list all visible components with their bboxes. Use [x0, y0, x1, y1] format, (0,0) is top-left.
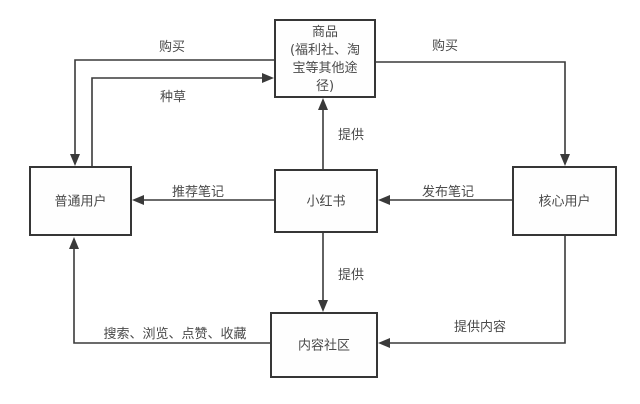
edge-label-search-browse-like-collect: 搜索、浏览、点赞、收藏	[103, 326, 246, 342]
node-box-product	[274, 19, 376, 98]
edge-provide-down: 提供	[318, 232, 364, 312]
node-label-content-community: 内容社区	[298, 338, 350, 354]
arrowhead-down-icon	[560, 154, 570, 166]
edge-label-provide-down: 提供	[338, 267, 364, 283]
node-label-ordinary-user: 普通用户	[54, 194, 106, 210]
node-ordinary-user: 普通用户	[29, 166, 132, 236]
arrowhead-right-icon	[262, 73, 274, 83]
node-label-core-user: 核心用户	[538, 194, 590, 210]
arrowhead-up-icon	[318, 98, 328, 110]
arrowhead-left-icon	[378, 338, 390, 348]
node-box-ordinary-user	[29, 166, 132, 236]
edge-provide-up: 提供	[318, 98, 364, 170]
edge-label-recommend-notes: 推荐笔记	[172, 184, 224, 200]
node-product: 商品(福利社、淘宝等其他途径)	[274, 19, 376, 98]
edge-provide-content: 提供内容	[378, 235, 566, 348]
edge-label-zhongcao: 种草	[160, 90, 186, 105]
arrowhead-down-icon	[318, 300, 328, 312]
edge-buy-left: 购买	[70, 39, 275, 166]
node-core-user: 核心用户	[512, 166, 617, 236]
edge-recommend-notes: 推荐笔记	[132, 184, 275, 205]
edge-label-provide-content: 提供内容	[454, 319, 506, 335]
edge-line-search-browse-like-collect	[73, 247, 271, 344]
edge-line-buy-left	[74, 59, 275, 156]
node-label-product: 商品(福利社、淘宝等其他途径)	[290, 25, 360, 94]
node-xiaohongshu: 小红书	[274, 169, 378, 233]
node-box-xiaohongshu	[274, 169, 378, 233]
edge-line-provide-content	[388, 235, 566, 344]
arrowhead-left-icon	[378, 195, 390, 205]
edge-line-buy-right	[375, 61, 566, 156]
edge-search-browse-like-collect: 搜索、浏览、点赞、收藏	[69, 237, 271, 344]
arrowhead-left-icon	[132, 195, 144, 205]
edge-label-provide-up: 提供	[338, 127, 364, 143]
arrowhead-up-icon	[69, 237, 79, 249]
edge-publish-notes: 发布笔记	[378, 184, 513, 205]
edge-label-buy-left: 购买	[159, 39, 185, 55]
edge-line-zhongcao	[91, 77, 264, 167]
node-box-content-community	[270, 312, 378, 378]
edge-label-buy-right: 购买	[432, 38, 458, 54]
node-box-core-user	[512, 166, 617, 236]
arrowhead-down-icon	[70, 154, 80, 166]
edge-zhongcao: 种草	[91, 73, 274, 167]
edge-label-publish-notes: 发布笔记	[422, 184, 474, 200]
edge-buy-right: 购买	[375, 38, 570, 166]
node-content-community: 内容社区	[270, 312, 378, 378]
node-label-xiaohongshu: 小红书	[306, 194, 345, 210]
